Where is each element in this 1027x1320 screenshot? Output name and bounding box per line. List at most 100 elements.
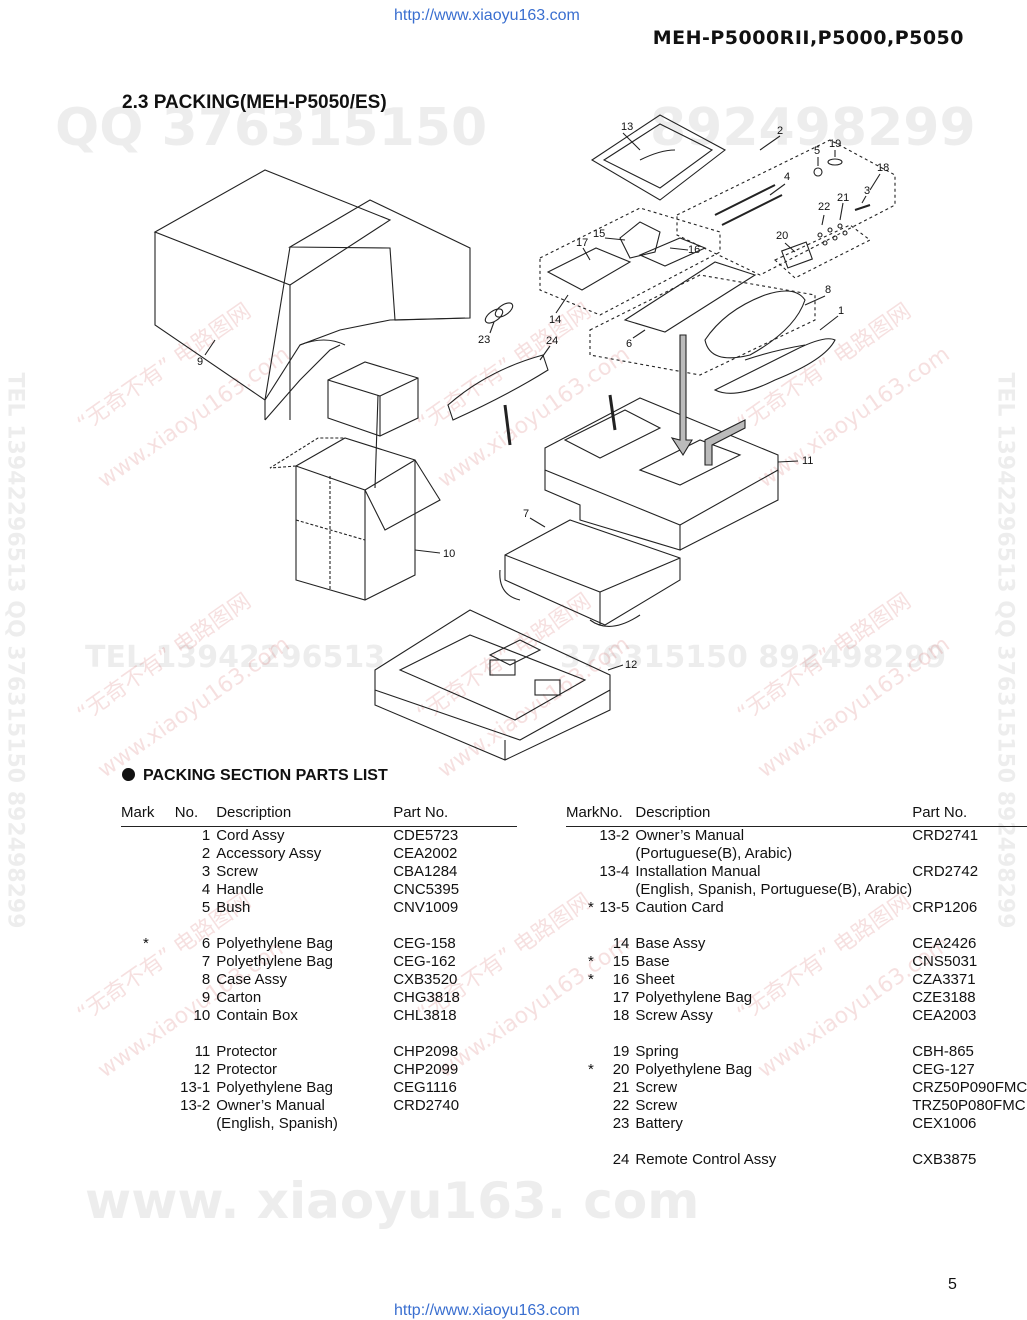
table-header-row: Mark No. Description Part No.	[566, 802, 1027, 827]
watermark-bottom: www. xiaoyu163. com	[85, 1172, 700, 1230]
no-cell: 17	[612, 989, 630, 1006]
spacer-cell	[121, 917, 517, 935]
desc-cell: Caution Card	[635, 899, 724, 916]
diagram-label-3: 3	[864, 185, 871, 197]
diagram-label-1: 1	[838, 305, 845, 317]
mark-cell: *	[588, 1061, 594, 1078]
mark-cell	[121, 1007, 175, 1025]
watermark-tel-mid: 376315150 892498299	[560, 640, 947, 675]
mark-cell: *	[588, 971, 594, 988]
part-cell: CDE5723	[393, 827, 459, 844]
table-spacer-row	[566, 1025, 1027, 1043]
part-cell: CNC5395	[393, 881, 460, 898]
part-cell: CEG-158	[393, 935, 456, 952]
part-cell: CBA1284	[393, 863, 458, 880]
protector-upper-drawing	[503, 334, 779, 551]
no-cell: 13-1	[180, 1079, 211, 1096]
desc-cell: Battery	[635, 1115, 683, 1132]
no-cell: 14	[612, 935, 630, 952]
watermark-tel: TEL 13942296513	[85, 640, 386, 675]
diagram-label-18: 18	[877, 162, 890, 174]
mark-cell	[121, 827, 175, 846]
no-cell: 11	[194, 1043, 211, 1060]
part-cell: CRP1206	[912, 899, 978, 916]
unit-bag-drawing	[499, 519, 681, 627]
spacer-cell	[566, 917, 1027, 935]
diagram-label-6: 6	[626, 338, 633, 350]
col-no-header: No.	[599, 802, 636, 827]
mark-cell	[566, 827, 599, 846]
mark-cell: *	[588, 899, 594, 916]
desc-cell: Sheet	[635, 971, 675, 988]
diagram-label-13: 13	[621, 121, 634, 133]
part-cell: TRZ50P080FMC	[912, 1097, 1026, 1114]
mark-cell	[566, 935, 599, 953]
source-url-top[interactable]: http://www.xiaoyu163.com	[394, 7, 580, 24]
mark-cell	[566, 1097, 599, 1115]
diagram-label-16: 16	[688, 244, 701, 256]
desc-cell: (English, Spanish)	[216, 1115, 338, 1132]
desc-cell: Polyethylene Bag	[635, 1061, 753, 1078]
no-cell: 18	[612, 1007, 630, 1024]
desc-cell: Screw	[216, 863, 258, 880]
protector-lower-drawing	[374, 609, 611, 761]
watermark-qq: QQ 376315150	[55, 98, 488, 158]
desc-cell: Carton	[216, 989, 262, 1006]
desc-cell: Protector	[216, 1061, 278, 1078]
source-url-bottom[interactable]: http://www.xiaoyu163.com	[394, 1302, 580, 1319]
part-cell: CBH-865	[912, 1043, 974, 1060]
diagram-label-17: 17	[576, 237, 589, 249]
desc-cell: Owner’s Manual	[216, 1097, 325, 1114]
diagram-label-19: 19	[829, 138, 842, 150]
mark-cell	[566, 845, 599, 863]
mark-cell	[121, 863, 175, 881]
diagram-label-5: 5	[814, 145, 821, 157]
col-desc-header: Description	[216, 802, 394, 827]
desc-cell: Owner’s Manual	[635, 827, 745, 844]
part-cell: CEG1116	[393, 1079, 457, 1096]
no-cell	[175, 1115, 216, 1133]
mark-cell	[566, 1115, 599, 1133]
diagram-label-8: 8	[825, 284, 832, 296]
mark-cell	[121, 845, 175, 863]
part-cell: CHP2098	[393, 1043, 459, 1060]
mark-cell	[121, 1115, 175, 1133]
no-cell: 9	[201, 989, 211, 1006]
mark-cell	[566, 1151, 599, 1169]
diagram-label-7: 7	[523, 508, 530, 520]
mark-cell	[566, 1007, 599, 1025]
no-cell: 21	[612, 1079, 630, 1096]
part-cell: CHG3818	[393, 989, 460, 1006]
mark-cell	[566, 989, 599, 1007]
mark-cell	[566, 863, 599, 881]
parts-table-right: Mark No. Description Part No. 13-2 Owner’…	[566, 802, 1027, 1169]
no-cell: 13-2	[599, 827, 630, 844]
desc-cell: Contain Box	[216, 1007, 298, 1024]
table-row: 13-1 Polyethylene Bag CEG1116	[121, 1079, 517, 1097]
desc-cell: Polyethylene Bag	[635, 989, 753, 1006]
no-cell: 23	[612, 1115, 630, 1132]
desc-cell: Cord Assy	[216, 827, 285, 844]
desc-cell: Screw	[635, 1097, 678, 1114]
desc-cell: Polyethylene Bag	[216, 1079, 333, 1096]
part-cell: CHL3818	[393, 1007, 457, 1024]
parts-list-heading-text: PACKING SECTION PARTS LIST	[143, 767, 388, 784]
desc-cell: Installation Manual	[635, 863, 761, 880]
desc-cell: Base	[635, 953, 670, 970]
desc-cell: Bush	[216, 899, 251, 916]
part-cell: CXB3875	[912, 1151, 977, 1168]
mark-cell	[121, 1061, 175, 1079]
desc-cell: Polyethylene Bag	[216, 953, 333, 970]
